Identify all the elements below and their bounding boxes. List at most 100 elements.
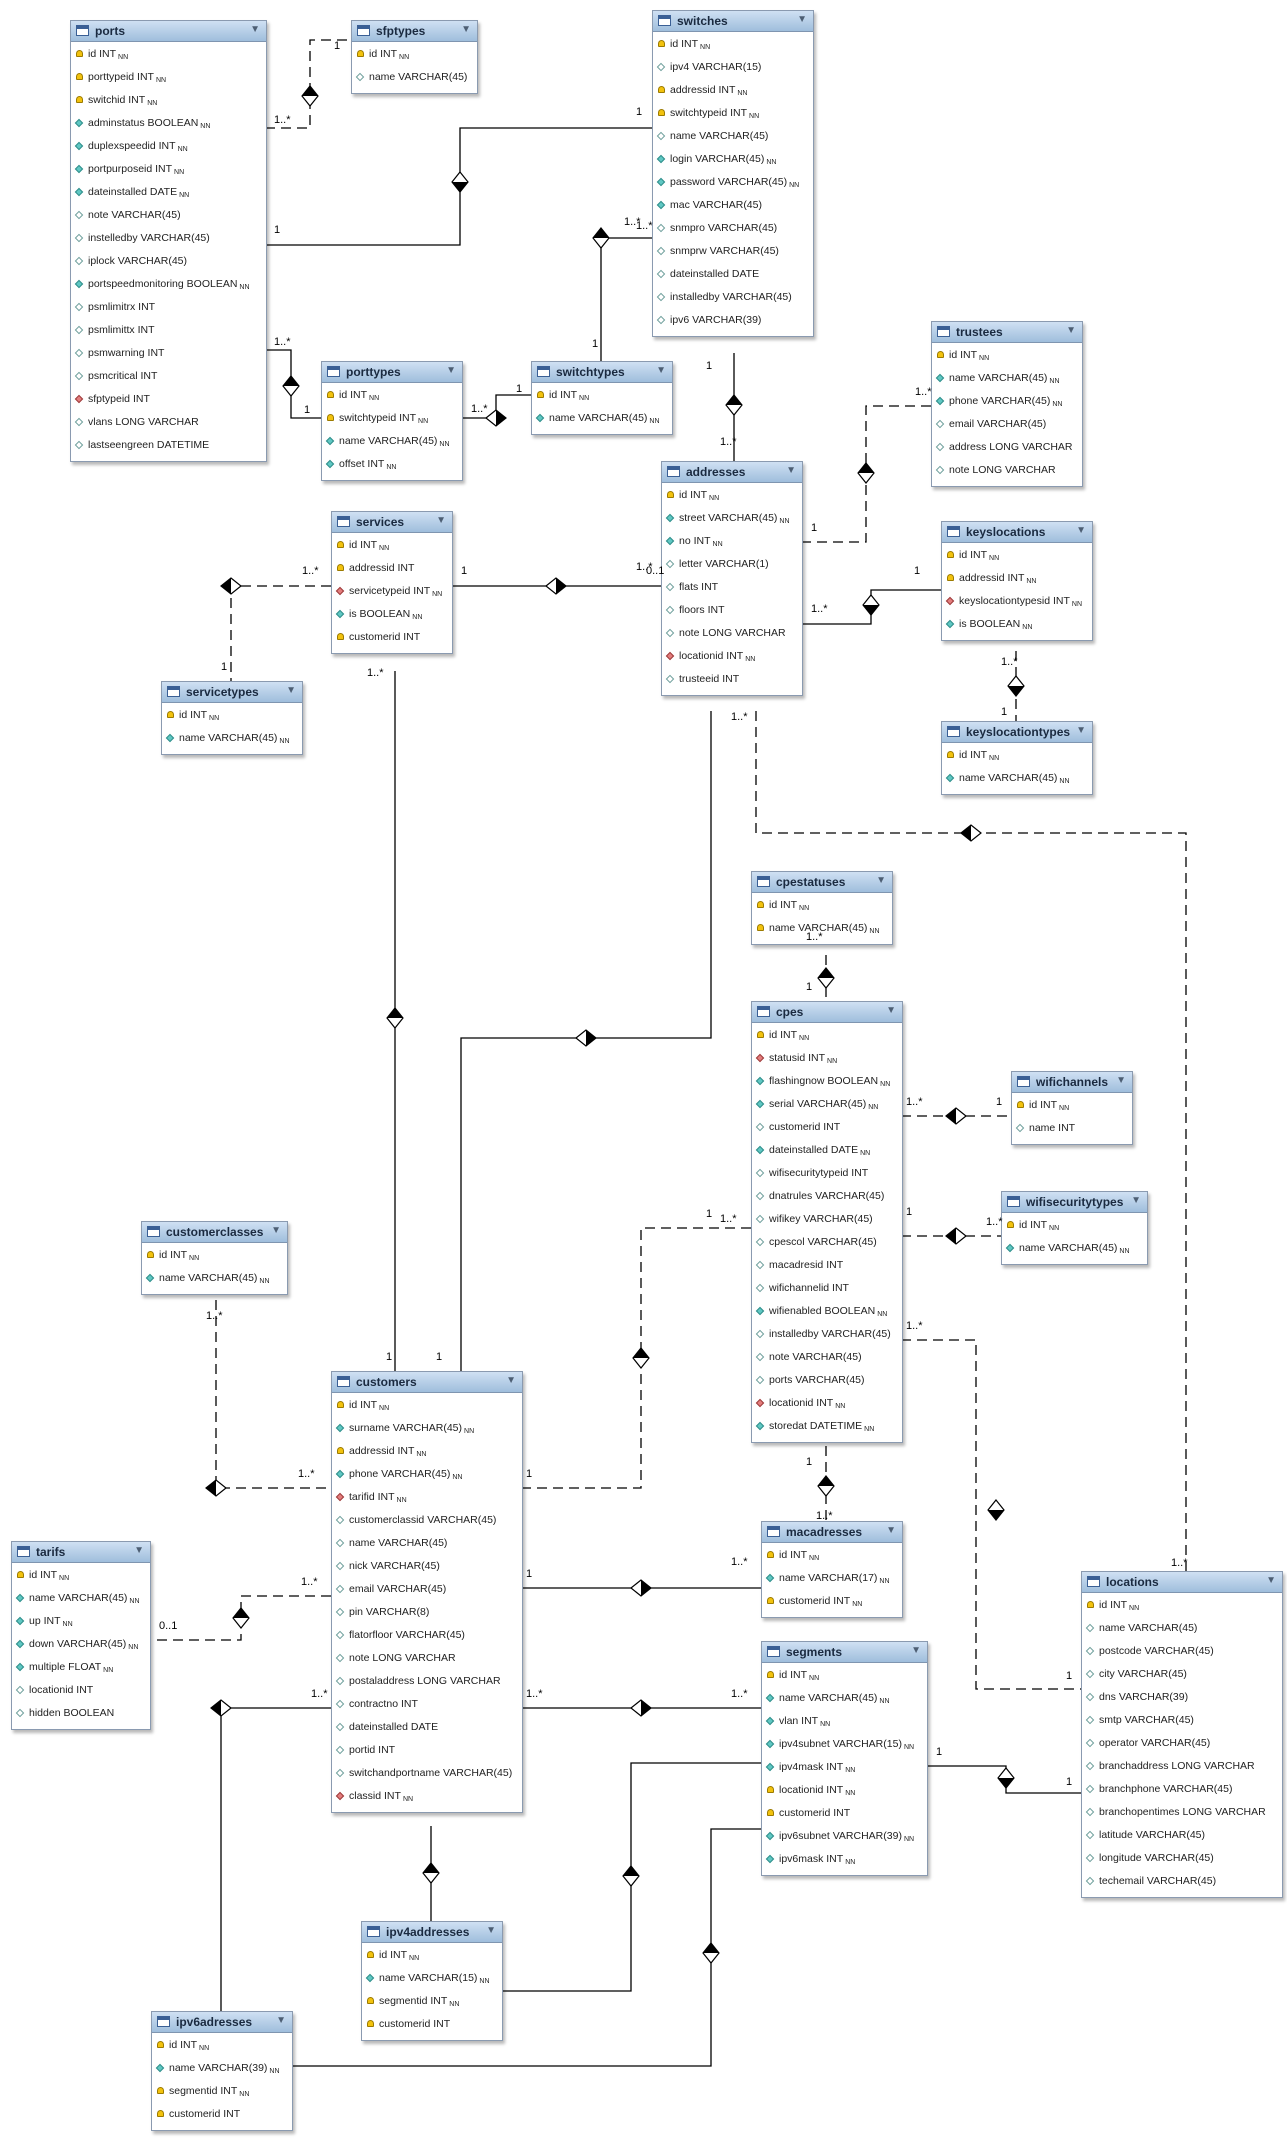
table-header[interactable]: customers▼ [332,1372,522,1393]
column-row[interactable]: flatorfloor VARCHAR(45) [332,1624,522,1647]
column-row[interactable]: name VARCHAR(45)NN [932,367,1082,390]
relationship-diamond-icon[interactable] [451,171,469,193]
table-header[interactable]: switches▼ [653,11,813,32]
column-row[interactable]: psmcritical INT [71,365,266,388]
relationship-diamond-icon[interactable] [630,1699,652,1717]
column-row[interactable]: name VARCHAR(45)NN [322,430,462,453]
table-header[interactable]: wifichannels▼ [1012,1072,1132,1093]
relationship-diamond-icon[interactable] [987,1499,1005,1521]
column-row[interactable]: postcode VARCHAR(45) [1082,1640,1282,1663]
table-header[interactable]: servicetypes▼ [162,682,302,703]
table-header[interactable]: customerclasses▼ [142,1222,287,1243]
collapse-arrow-icon[interactable]: ▼ [786,465,796,476]
column-row[interactable]: email VARCHAR(45) [932,413,1082,436]
relationship-diamond-icon[interactable] [282,375,300,397]
collapse-arrow-icon[interactable]: ▼ [436,515,446,526]
relationship-diamond-icon[interactable] [960,824,982,842]
column-row[interactable]: phone VARCHAR(45)NN [932,390,1082,413]
column-row[interactable]: wifichannelid INT [752,1277,902,1300]
table-header[interactable]: ipv4addresses▼ [362,1922,502,1943]
column-row[interactable]: phone VARCHAR(45)NN [332,1463,522,1486]
column-row[interactable]: smtp VARCHAR(45) [1082,1709,1282,1732]
column-row[interactable]: longitude VARCHAR(45) [1082,1847,1282,1870]
column-row[interactable]: nick VARCHAR(45) [332,1555,522,1578]
column-row[interactable]: city VARCHAR(45) [1082,1663,1282,1686]
relationship-diamond-icon[interactable] [575,1029,597,1047]
table-header[interactable]: cpes▼ [752,1002,902,1023]
column-row[interactable]: surname VARCHAR(45)NN [332,1417,522,1440]
collapse-arrow-icon[interactable]: ▼ [797,14,807,25]
column-row[interactable]: dateinstalled DATE [332,1716,522,1739]
column-row[interactable]: operator VARCHAR(45) [1082,1732,1282,1755]
column-row[interactable]: wifisecuritytypeid INT [752,1162,902,1185]
column-row[interactable]: techemail VARCHAR(45) [1082,1870,1282,1893]
relationship-diamond-icon[interactable] [702,1942,720,1964]
relationship-diamond-icon[interactable] [220,577,242,595]
collapse-arrow-icon[interactable]: ▼ [1116,1075,1126,1086]
column-row[interactable]: vlans LONG VARCHAR [71,411,266,434]
collapse-arrow-icon[interactable]: ▼ [271,1225,281,1236]
column-row[interactable]: trusteeid INT [662,668,802,691]
column-row[interactable]: hidden BOOLEAN [12,1702,150,1725]
column-row[interactable]: note LONG VARCHAR [932,459,1082,482]
table-header[interactable]: sfptypes▼ [352,21,477,42]
relationship-diamond-icon[interactable] [725,394,743,416]
column-row[interactable]: address LONG VARCHAR [932,436,1082,459]
column-row[interactable]: dnatrules VARCHAR(45) [752,1185,902,1208]
column-row[interactable]: letter VARCHAR(1) [662,553,802,576]
table-header[interactable]: porttypes▼ [322,362,462,383]
relationship-diamond-icon[interactable] [945,1227,967,1245]
column-row[interactable]: name VARCHAR(45)NN [752,917,892,940]
table-header[interactable]: tarifs▼ [12,1542,150,1563]
relationship-diamond-icon[interactable] [210,1699,232,1717]
collapse-arrow-icon[interactable]: ▼ [876,875,886,886]
column-row[interactable]: name VARCHAR(45)NN [1002,1237,1147,1260]
column-row[interactable]: name VARCHAR(17)NN [762,1567,902,1590]
relationship-diamond-icon[interactable] [545,577,567,595]
column-row[interactable]: sfptypeid INT [71,388,266,411]
column-row[interactable]: macadresid INT [752,1254,902,1277]
column-row[interactable]: name VARCHAR(45)NN [142,1267,287,1290]
column-row[interactable]: lastseengreen DATETIME [71,434,266,457]
column-row[interactable]: name VARCHAR(45)NN [162,727,302,750]
collapse-arrow-icon[interactable]: ▼ [250,24,260,35]
column-row[interactable]: name VARCHAR(39)NN [152,2057,292,2080]
table-header[interactable]: switchtypes▼ [532,362,672,383]
column-row[interactable]: dateinstalled DATE [653,263,813,286]
collapse-arrow-icon[interactable]: ▼ [1266,1575,1276,1586]
column-row[interactable]: wifikey VARCHAR(45) [752,1208,902,1231]
collapse-arrow-icon[interactable]: ▼ [461,24,471,35]
relationship-diamond-icon[interactable] [817,967,835,989]
